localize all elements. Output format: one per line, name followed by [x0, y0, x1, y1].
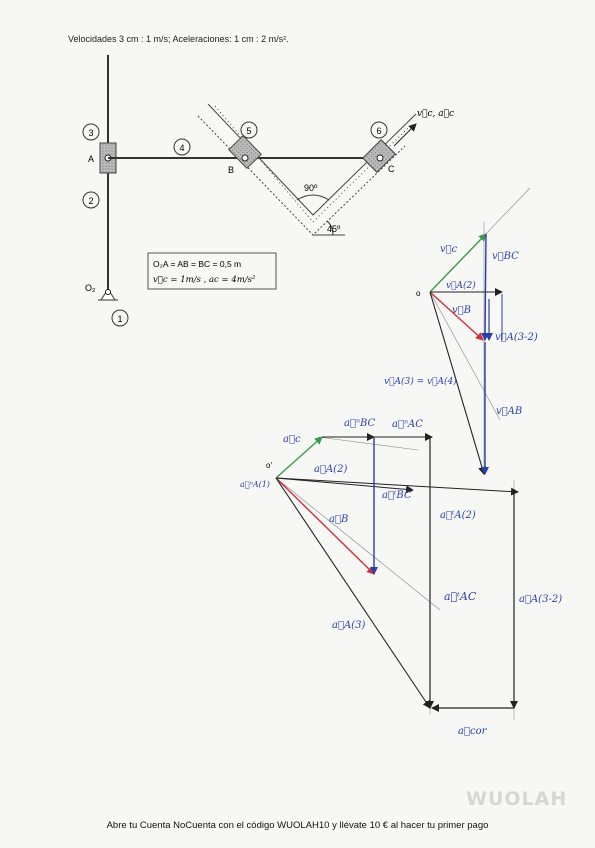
- data-box: O₂A = AB = BC = 0,5 m v⃗c = 1m/s , ac = …: [147, 252, 277, 290]
- label-o-prime: o': [266, 461, 272, 470]
- svg-text:3: 3: [88, 128, 93, 138]
- label-aa3: a⃗A(3): [332, 620, 365, 631]
- link-number-2: 2: [82, 191, 100, 209]
- label-90: 90º: [304, 183, 318, 193]
- link-number-1: 1: [111, 309, 129, 327]
- arc-45: [326, 220, 334, 236]
- vector-vc: [429, 233, 487, 293]
- label-anac: a⃗ⁿAC: [392, 419, 423, 430]
- label-aa2: a⃗A(2): [314, 464, 347, 475]
- mechanism: 1 2 3 4 5 6 A B C: [82, 55, 454, 327]
- label-45: 45º: [327, 224, 341, 234]
- label-c: C: [388, 164, 395, 174]
- label-va3-eq: v⃗A(3) = v⃗A(4): [384, 376, 457, 387]
- vc-ac-arrow: [393, 123, 417, 147]
- link-number-6: 6: [370, 121, 388, 139]
- link-number-3: 3: [82, 123, 100, 141]
- label-ac: a⃗c: [283, 434, 301, 445]
- footer-promo[interactable]: Abre tu Cuenta NoCuenta con el código WU…: [106, 820, 489, 831]
- label-vb: v⃗B: [452, 305, 471, 316]
- acceleration-polygon: o' a⃗c a⃗ⁿBC a⃗ⁿAC a⃗A(2) a⃗ⁿA(1) a⃗ᵗBC …: [240, 418, 562, 737]
- link-number-4: 4: [173, 138, 191, 156]
- vector-ata2: [275, 477, 519, 496]
- label-vc: v⃗c: [440, 244, 458, 255]
- a-guide-1: [317, 436, 419, 451]
- joint-c: [376, 154, 384, 162]
- vector-vb: [429, 291, 484, 341]
- slider-5: [228, 134, 262, 170]
- label-vab: v⃗AB: [496, 406, 522, 417]
- scale-text: Velocidades 3 cm : 1 m/s; Aceleraciones:…: [68, 34, 289, 44]
- label-a: A: [88, 154, 94, 164]
- svg-text:4: 4: [179, 143, 184, 153]
- label-atbc: a⃗ᵗBC: [382, 490, 412, 501]
- pivot-o2: [98, 288, 118, 301]
- label-ana1: a⃗ⁿA(1): [240, 480, 270, 489]
- label-vc-ac: v⃗c, a⃗c: [417, 109, 454, 119]
- label-acor: a⃗cor: [458, 726, 488, 737]
- label-anbc: a⃗ⁿBC: [344, 418, 376, 429]
- svg-text:2: 2: [88, 196, 93, 206]
- vector-vbc: [481, 233, 490, 341]
- vector-aa2: [275, 477, 414, 494]
- data-line-2: v⃗c = 1m/s , ac = 4m/s²: [153, 275, 256, 285]
- a-guide-2: [275, 477, 441, 611]
- link-number-5: 5: [240, 121, 258, 139]
- label-atac: a⃗ᵗAC: [444, 590, 477, 603]
- v-guide-2: [429, 291, 501, 421]
- label-ata2: a⃗ᵗA(2): [440, 510, 476, 521]
- arc-90: [296, 194, 330, 201]
- joint-b: [241, 154, 249, 162]
- svg-text:1: 1: [117, 314, 122, 324]
- label-b: B: [228, 165, 234, 175]
- label-va2: v⃗A(2): [446, 280, 476, 291]
- label-o: o: [416, 289, 421, 298]
- vector-aa3: [275, 477, 431, 709]
- vector-ab: [275, 477, 375, 575]
- vector-ac: [275, 436, 323, 479]
- label-vbc: v⃗BC: [492, 251, 519, 262]
- svg-text:6: 6: [376, 126, 381, 136]
- label-aa32: a⃗A(3-2): [519, 594, 562, 605]
- svg-text:5: 5: [246, 126, 251, 136]
- label-va32: v⃗A(3-2): [495, 332, 538, 343]
- label-ab: a⃗B: [329, 514, 348, 525]
- label-o2: O₂: [85, 283, 96, 293]
- vector-va3: [429, 291, 486, 475]
- data-line-1: O₂A = AB = BC = 0,5 m: [153, 259, 241, 269]
- velocity-polygon: o v⃗c v⃗BC v⃗A(2) v⃗B v⃗A(3-2) v⃗A(3) = …: [384, 187, 538, 475]
- wuolah-logo: WUOLAH: [466, 788, 568, 810]
